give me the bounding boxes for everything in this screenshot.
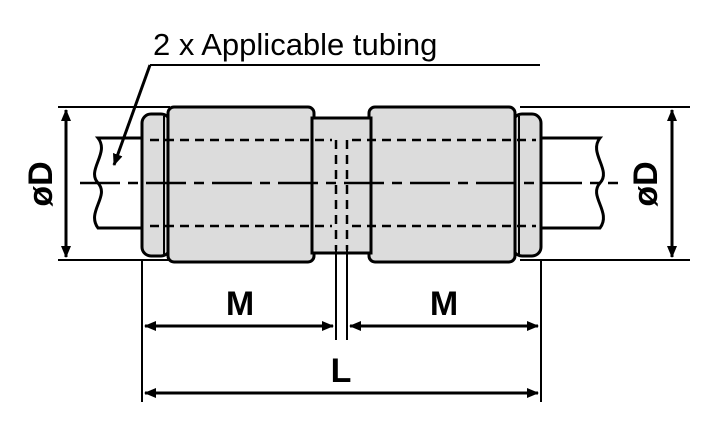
tubing-left [93, 136, 154, 230]
body-right [367, 105, 517, 264]
diameter-label-right: øD [627, 161, 665, 206]
callout-leader [112, 64, 152, 166]
release-button-left [140, 112, 172, 258]
release-button-right [511, 112, 543, 258]
body-left [166, 105, 316, 264]
dimension-m-right: M [430, 285, 458, 323]
extension-lines [58, 106, 690, 402]
dimension-l: L [331, 352, 352, 390]
fitting-body [140, 105, 543, 264]
callout-label: 2 x Applicable tubing [153, 27, 437, 62]
diameter-label-left: øD [22, 161, 60, 206]
dimension-m-left: M [226, 285, 254, 323]
hidden-lines [150, 138, 536, 250]
body-neck [310, 116, 373, 255]
